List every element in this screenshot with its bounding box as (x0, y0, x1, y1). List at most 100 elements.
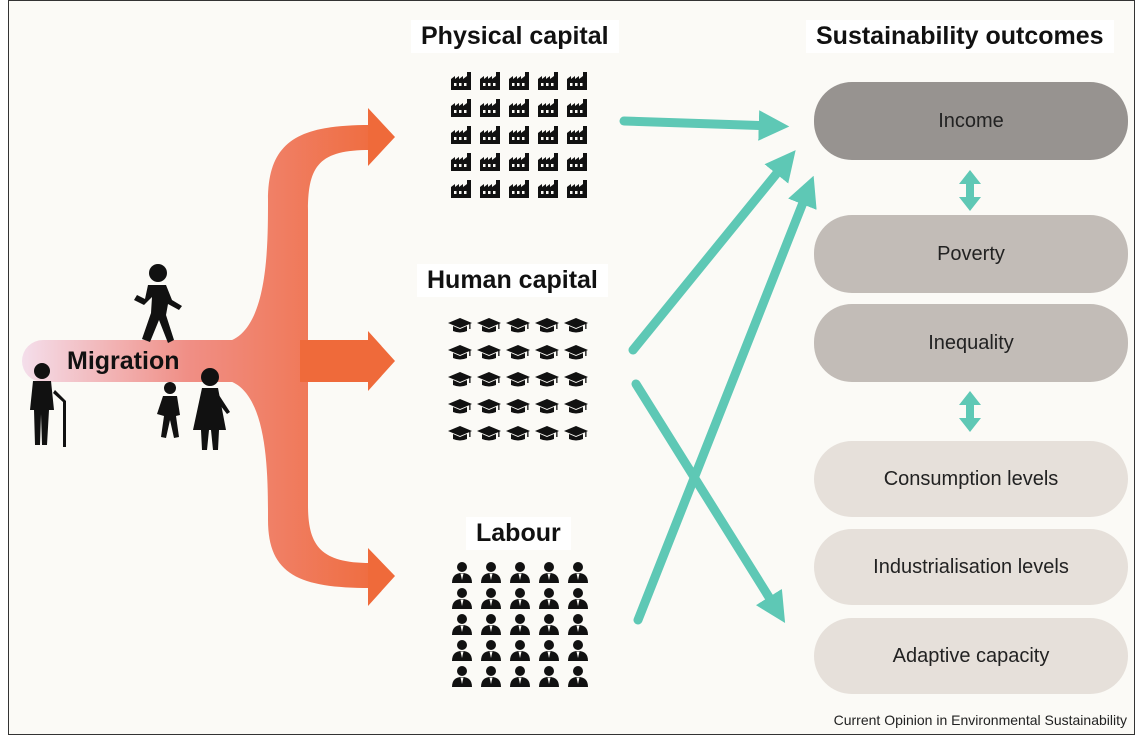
graduation-cap-icon (564, 318, 588, 333)
worker-icon (481, 666, 501, 687)
walking-person-icon (134, 264, 182, 343)
outcome-adaptive-capacity: Adaptive capacity (814, 618, 1128, 694)
inequality-consumption-link-icon (959, 391, 981, 432)
physical-capital-heading: Physical capital (411, 20, 619, 53)
worker-icon (568, 562, 588, 583)
factory-icon (480, 126, 500, 144)
graduation-cap-icon (535, 345, 559, 360)
graduation-cap-icon-grid (448, 318, 588, 441)
human-capital-heading: Human capital (417, 264, 608, 297)
worker-icon (539, 562, 559, 583)
woman-icon (193, 368, 230, 450)
worker-icon (452, 614, 472, 635)
worker-icon (568, 666, 588, 687)
worker-icon-grid (452, 562, 588, 687)
factory-icon (538, 153, 558, 171)
worker-icon (510, 666, 530, 687)
factory-icon-grid (451, 72, 587, 198)
factory-icon (451, 180, 471, 198)
figure-credit: Current Opinion in Environmental Sustain… (833, 712, 1127, 728)
migration-label: Migration (67, 347, 180, 375)
graduation-cap-icon (477, 399, 501, 414)
graduation-cap-icon (535, 399, 559, 414)
factory-icon (538, 72, 558, 90)
factory-icon (538, 99, 558, 117)
factory-icon (480, 180, 500, 198)
graduation-cap-icon (477, 345, 501, 360)
graduation-cap-icon (506, 318, 530, 333)
graduation-cap-icon (564, 345, 588, 360)
worker-icon (539, 640, 559, 661)
factory-icon (451, 153, 471, 171)
elderly-person-icon (30, 363, 66, 447)
graduation-cap-icon (448, 426, 472, 441)
human-to-adaptive-arrow (631, 379, 786, 623)
factory-icon (480, 153, 500, 171)
factory-icon (509, 72, 529, 90)
worker-icon (568, 588, 588, 609)
graduation-cap-icon (535, 426, 559, 441)
graduation-cap-icon (506, 399, 530, 414)
graduation-cap-icon (506, 426, 530, 441)
child-icon (157, 382, 180, 438)
outcome-industrialisation-levels: Industrialisation levels (814, 529, 1128, 605)
factory-icon (509, 126, 529, 144)
migration-arrow (22, 108, 395, 606)
graduation-cap-icon (535, 318, 559, 333)
factory-icon (567, 99, 587, 117)
worker-icon (510, 588, 530, 609)
labour-heading: Labour (466, 517, 571, 550)
factory-icon (509, 180, 529, 198)
worker-icon (510, 640, 530, 661)
worker-icon (539, 588, 559, 609)
factory-icon (567, 153, 587, 171)
graduation-cap-icon (448, 399, 472, 414)
connector-arrows (619, 110, 817, 625)
graduation-cap-icon (448, 372, 472, 387)
graduation-cap-icon (448, 345, 472, 360)
outcome-inequality: Inequality (814, 304, 1128, 382)
graduation-cap-icon (564, 372, 588, 387)
factory-icon (480, 99, 500, 117)
factory-icon (567, 180, 587, 198)
factory-icon (538, 180, 558, 198)
outcome-poverty: Poverty (814, 215, 1128, 293)
worker-icon (481, 640, 501, 661)
graduation-cap-icon (506, 372, 530, 387)
graduation-cap-icon (448, 318, 472, 333)
worker-icon (510, 562, 530, 583)
worker-icon (510, 614, 530, 635)
worker-icon (452, 640, 472, 661)
graduation-cap-icon (477, 426, 501, 441)
graduation-cap-icon (535, 372, 559, 387)
worker-icon (539, 666, 559, 687)
worker-icon (568, 640, 588, 661)
factory-icon (567, 72, 587, 90)
factory-icon (451, 99, 471, 117)
worker-icon (481, 588, 501, 609)
outcome-income: Income (814, 82, 1128, 160)
graduation-cap-icon (564, 426, 588, 441)
worker-icon (452, 666, 472, 687)
graduation-cap-icon (564, 399, 588, 414)
factory-icon (538, 126, 558, 144)
labour-to-income-arrow (633, 175, 817, 625)
graduation-cap-icon (506, 345, 530, 360)
outcome-consumption-levels: Consumption levels (814, 441, 1128, 517)
physical-to-income-arrow (619, 110, 790, 141)
worker-icon (452, 588, 472, 609)
graduation-cap-icon (477, 372, 501, 387)
worker-icon (539, 614, 559, 635)
sustainability-outcomes-heading: Sustainability outcomes (806, 20, 1114, 53)
worker-icon (481, 614, 501, 635)
factory-icon (509, 99, 529, 117)
factory-icon (480, 72, 500, 90)
income-poverty-link-icon (959, 170, 981, 211)
worker-icon (568, 614, 588, 635)
human-to-income-arrow (628, 150, 796, 355)
factory-icon (567, 126, 587, 144)
factory-icon (509, 153, 529, 171)
factory-icon (451, 72, 471, 90)
worker-icon (481, 562, 501, 583)
